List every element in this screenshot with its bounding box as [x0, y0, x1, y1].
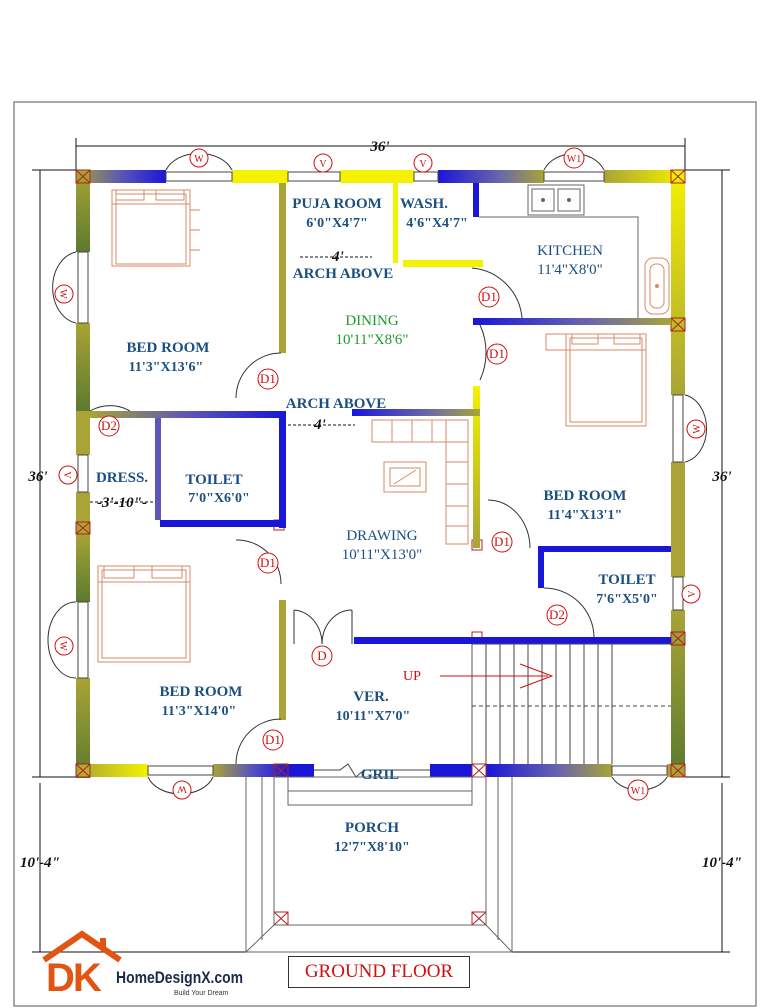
drawing-size: 10'11"X13'0" — [342, 547, 422, 563]
dim-height-left: 36' — [27, 469, 47, 485]
bed-right-size: 11'4"X13'1" — [548, 508, 623, 523]
door-tag-d2: D2 — [101, 418, 117, 433]
bed-right-icon — [545, 333, 647, 427]
gril-symbol — [314, 763, 430, 778]
kitchen-sink-icon — [479, 184, 639, 318]
stairs-up-label: UP — [403, 669, 421, 684]
window-tag-w: W — [177, 783, 187, 794]
bed-top-left-icon — [111, 189, 200, 267]
dimension-lines — [32, 138, 730, 953]
arch-above-1: ARCH ABOVE — [293, 266, 393, 282]
window-tag-v: V — [61, 471, 72, 479]
bed-bottom-left-icon — [97, 565, 191, 663]
tv-table-icon — [383, 461, 427, 493]
bed-bottom-left-size: 11'3"X14'0" — [162, 704, 237, 719]
bed-bottom-left-name: BED ROOM — [160, 684, 243, 700]
logo-letters: DK — [46, 956, 102, 1000]
window-tags — [54, 147, 706, 801]
staircase — [440, 643, 671, 764]
window-tag-w1: W1 — [631, 786, 645, 797]
window-openings — [77, 171, 684, 776]
dim-height-right: 36' — [711, 469, 731, 485]
toilet-left-name: TOILET — [185, 472, 242, 488]
door-tag-d1: D1 — [265, 732, 281, 747]
dining-size: 10'11"X8'6" — [336, 332, 409, 348]
arch-width-1: 4' — [331, 249, 344, 265]
dim-width-top: 36' — [369, 139, 389, 155]
arch-width-2: 4' — [313, 417, 326, 433]
kitchen-name: KITCHEN — [537, 243, 603, 259]
arch-above-2: ARCH ABOVE — [286, 396, 386, 412]
window-tag-w1: W1 — [567, 154, 581, 165]
door-tag-d1: D1 — [481, 289, 497, 304]
toilet-right-size: 7'6"X5'0" — [596, 592, 657, 607]
dim-porch-right: 10'-4" — [702, 855, 742, 871]
door-tag-d: D — [317, 648, 326, 663]
puja-room-name: PUJA ROOM — [292, 196, 382, 212]
drawing-name: DRAWING — [346, 528, 417, 544]
inner-walls — [90, 183, 671, 764]
gril-label: GRIL — [361, 767, 399, 783]
sheet-border — [13, 101, 757, 1007]
logo-tagline: Build Your Dream — [174, 990, 229, 997]
wash-name: WASH. — [400, 196, 448, 212]
window-tag-v: V — [319, 159, 327, 170]
porch-name: PORCH — [345, 820, 399, 836]
door-tag-d1: D1 — [260, 371, 276, 386]
door-tag-d1: D1 — [494, 534, 510, 549]
door-tag-texts: D1 D1 D1 D2 D1 D1 D2 D D1 — [101, 289, 565, 747]
fridge-icon — [644, 257, 670, 315]
floor-title: GROUND FLOOR — [288, 956, 470, 988]
porch-outline — [245, 776, 513, 953]
window-tag-texts: W V V W1 W V W W V W W1 — [57, 154, 703, 797]
logo-brand: HomeDesignX.com — [116, 968, 244, 987]
bed-top-left-name: BED ROOM — [127, 340, 210, 356]
wash-size: 4'6"X4'7" — [406, 216, 467, 231]
bed-right-name: BED ROOM — [544, 488, 627, 504]
dress-width: -3'-10"- — [97, 495, 147, 511]
window-tag-v: V — [687, 590, 698, 598]
verandah-name: VER. — [353, 689, 389, 705]
puja-room-size: 6'0"X4'7" — [306, 216, 367, 231]
porch-size: 12'7"X8'10" — [334, 840, 409, 855]
door-tags — [98, 286, 568, 751]
arch-dimensions — [90, 256, 372, 503]
logo: DK HomeDesignX.com Build Your Dream — [42, 930, 252, 1004]
kitchen-size: 11'4"X8'0" — [537, 262, 602, 278]
house-roof-icon — [42, 930, 122, 963]
window-tag-w: W — [57, 289, 68, 299]
window-tag-w: W — [57, 641, 68, 651]
dress-name: DRESS. — [96, 470, 148, 486]
outer-walls — [76, 170, 685, 778]
sofa-icon — [371, 419, 469, 545]
window-tag-w: W — [692, 424, 703, 434]
dim-porch-left: 10'-4" — [20, 855, 60, 871]
window-tag-v: V — [419, 159, 427, 170]
verandah-size: 10'11"X7'0" — [336, 709, 411, 724]
toilet-left-size: 7'0"X6'0" — [188, 491, 249, 506]
door-tag-d1: D1 — [260, 555, 276, 570]
bed-top-left-size: 11'3"X13'6" — [129, 360, 204, 375]
door-tag-d1: D1 — [489, 346, 505, 361]
dining-name: DINING — [345, 313, 398, 329]
window-tag-w: W — [194, 154, 204, 165]
toilet-right-name: TOILET — [598, 572, 655, 588]
door-tag-d2: D2 — [549, 607, 565, 622]
